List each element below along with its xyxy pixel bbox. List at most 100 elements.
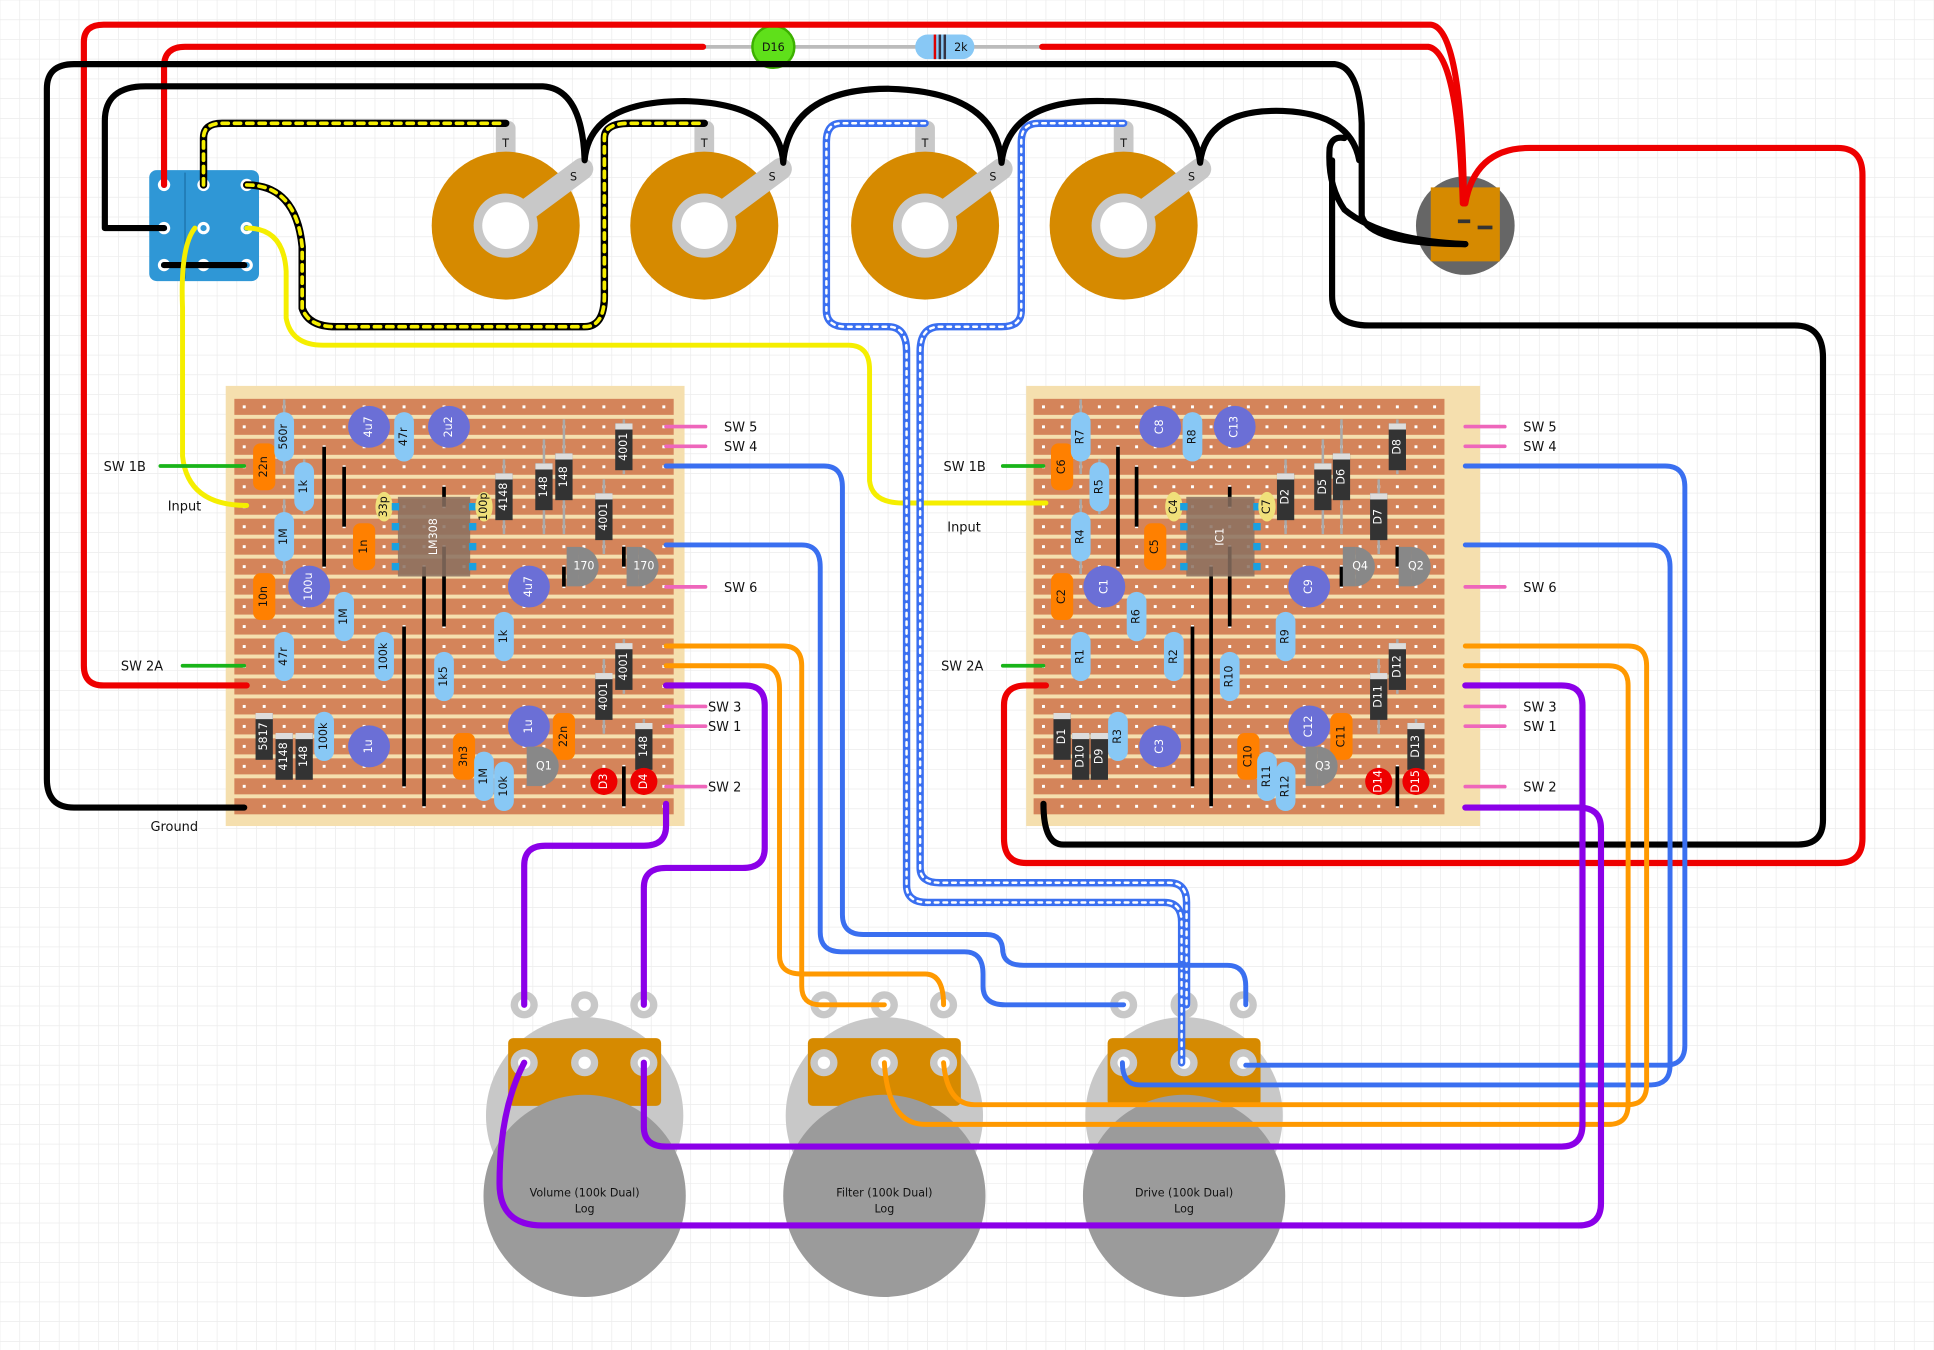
component-ccap[interactable]: C4: [1165, 491, 1183, 522]
component-res[interactable]: R3: [1108, 711, 1128, 762]
component-led[interactable]: D14: [1365, 767, 1393, 795]
wire-red-power-3[interactable]: [1000, 144, 1866, 867]
wire-orange-1[interactable]: [663, 643, 887, 1008]
component-res[interactable]: 1k: [494, 611, 514, 662]
component-tr[interactable]: 170: [566, 546, 599, 587]
wire-blue-4[interactable]: [1119, 542, 1673, 1088]
component-ecap[interactable]: C13: [1213, 405, 1256, 448]
component-dio[interactable]: 4148: [275, 732, 293, 780]
component-dio[interactable]: 4148: [495, 459, 513, 535]
component-dio[interactable]: D9: [1090, 732, 1108, 780]
wire-orange-3[interactable]: [941, 643, 1650, 1108]
component-res[interactable]: R1: [1070, 631, 1091, 682]
component-dio[interactable]: D1: [1053, 712, 1071, 760]
pot-4[interactable]: TS: [1049, 120, 1212, 300]
component-dio[interactable]: 4001: [615, 639, 633, 694]
component-res[interactable]: 47r: [394, 412, 414, 462]
component-cap[interactable]: C6: [1050, 443, 1074, 491]
component-dio[interactable]: 5817: [255, 712, 273, 760]
wire-purple-1[interactable]: [521, 800, 670, 1008]
wire-orange-2[interactable]: [663, 663, 947, 1008]
component-res[interactable]: 1k: [294, 459, 315, 515]
component-res[interactable]: R2: [1163, 631, 1184, 682]
component-ecap[interactable]: 4u7: [507, 565, 550, 608]
component-cap[interactable]: C11: [1330, 712, 1353, 760]
component-tr[interactable]: Q4: [1342, 546, 1375, 587]
component-res[interactable]: 10k: [494, 761, 514, 811]
wire-black-ground-2[interactable]: [101, 83, 1363, 269]
wire-orange-4[interactable]: [881, 663, 1631, 1127]
component-dio[interactable]: 148: [555, 419, 573, 535]
component-ecap[interactable]: C8: [1139, 405, 1182, 448]
wire-red-power-1[interactable]: [80, 21, 1468, 689]
component-res[interactable]: 47r: [274, 631, 295, 682]
component-dio[interactable]: D5: [1314, 439, 1332, 535]
component-cap[interactable]: C10: [1237, 732, 1260, 780]
component-led[interactable]: D3: [590, 767, 618, 795]
component-ic[interactable]: LM308: [391, 496, 477, 577]
component-res[interactable]: 1k5: [434, 651, 454, 702]
wire-black-ground-1[interactable]: [43, 61, 1469, 811]
component-dio[interactable]: D10: [1072, 732, 1090, 780]
component-ic[interactable]: IC1: [1180, 496, 1261, 577]
component-led[interactable]: D15: [1402, 767, 1430, 795]
component-ecap[interactable]: 100u: [288, 565, 331, 608]
component-res[interactable]: R6: [1126, 591, 1147, 642]
component-tr[interactable]: Q2: [1398, 546, 1431, 587]
component-ccap[interactable]: 100p: [475, 491, 493, 522]
wire-pink-board2[interactable]: [1463, 424, 1507, 789]
component-dio[interactable]: D8: [1388, 419, 1406, 475]
component-tr[interactable]: Q3: [1305, 746, 1338, 787]
wire-pink-board1[interactable]: [664, 424, 708, 789]
wire-blue-1[interactable]: [663, 463, 1249, 1008]
component-res[interactable]: 1M: [274, 499, 295, 575]
component-dio[interactable]: 148: [295, 732, 313, 780]
pot-2[interactable]: TS: [630, 120, 792, 300]
component-cap[interactable]: 10n: [253, 573, 276, 621]
component-ecap[interactable]: 4u7: [348, 405, 391, 448]
component-res[interactable]: R7: [1070, 399, 1091, 475]
component-ccap[interactable]: C7: [1258, 491, 1276, 522]
component-res[interactable]: R5: [1089, 459, 1110, 515]
component-tr[interactable]: Q1: [526, 746, 559, 787]
component-cap[interactable]: 1n: [353, 523, 376, 571]
component-dio[interactable]: 148: [635, 719, 653, 774]
component-dio[interactable]: D6: [1332, 419, 1351, 535]
component-res[interactable]: 100k: [374, 631, 394, 682]
pot-1[interactable]: TS: [431, 120, 594, 300]
component-ecap[interactable]: 1u: [348, 725, 391, 768]
component-led[interactable]: D4: [630, 767, 658, 795]
component-dio[interactable]: D11: [1370, 659, 1388, 734]
component-res[interactable]: 100k: [314, 711, 335, 762]
component-dio[interactable]: 4001: [595, 479, 613, 555]
component-res[interactable]: R8: [1182, 412, 1203, 462]
component-cap[interactable]: C2: [1050, 573, 1074, 621]
component-dio[interactable]: 4001: [595, 659, 613, 734]
component-ecap[interactable]: C9: [1288, 565, 1331, 608]
component-res[interactable]: R10: [1219, 651, 1240, 702]
component-ecap[interactable]: C3: [1139, 725, 1182, 768]
component-dio[interactable]: D2: [1276, 459, 1295, 535]
component-res[interactable]: 560r: [274, 399, 295, 475]
component-ecap[interactable]: C12: [1288, 705, 1331, 748]
wire-yellow-input-2[interactable]: [244, 225, 1049, 506]
pot-3[interactable]: TS: [851, 120, 1013, 300]
component-res[interactable]: R12: [1275, 761, 1296, 811]
component-res[interactable]: R11: [1257, 751, 1277, 801]
component-dio[interactable]: 4001: [615, 419, 633, 475]
component-cap[interactable]: 22n: [253, 443, 276, 491]
component-ecap[interactable]: 1u: [507, 705, 550, 748]
component-ecap[interactable]: 2u2: [427, 405, 470, 448]
dual-pot-1[interactable]: Volume (100k Dual)Log: [483, 991, 686, 1297]
component-dio[interactable]: 148: [535, 439, 553, 535]
wire-purple-3[interactable]: [496, 804, 1605, 1229]
wire-yellow-input-1[interactable]: [179, 225, 250, 508]
component-res[interactable]: R4: [1070, 499, 1091, 575]
component-cap[interactable]: 3n3: [452, 732, 476, 780]
component-ecap[interactable]: C1: [1083, 565, 1126, 608]
component-dio[interactable]: D13: [1407, 719, 1425, 774]
wire-black-ground-3[interactable]: [1040, 134, 1827, 848]
component-ccap[interactable]: 33p: [375, 491, 393, 522]
wire-purple-2[interactable]: [640, 682, 768, 1008]
component-tr[interactable]: 170: [626, 546, 659, 587]
